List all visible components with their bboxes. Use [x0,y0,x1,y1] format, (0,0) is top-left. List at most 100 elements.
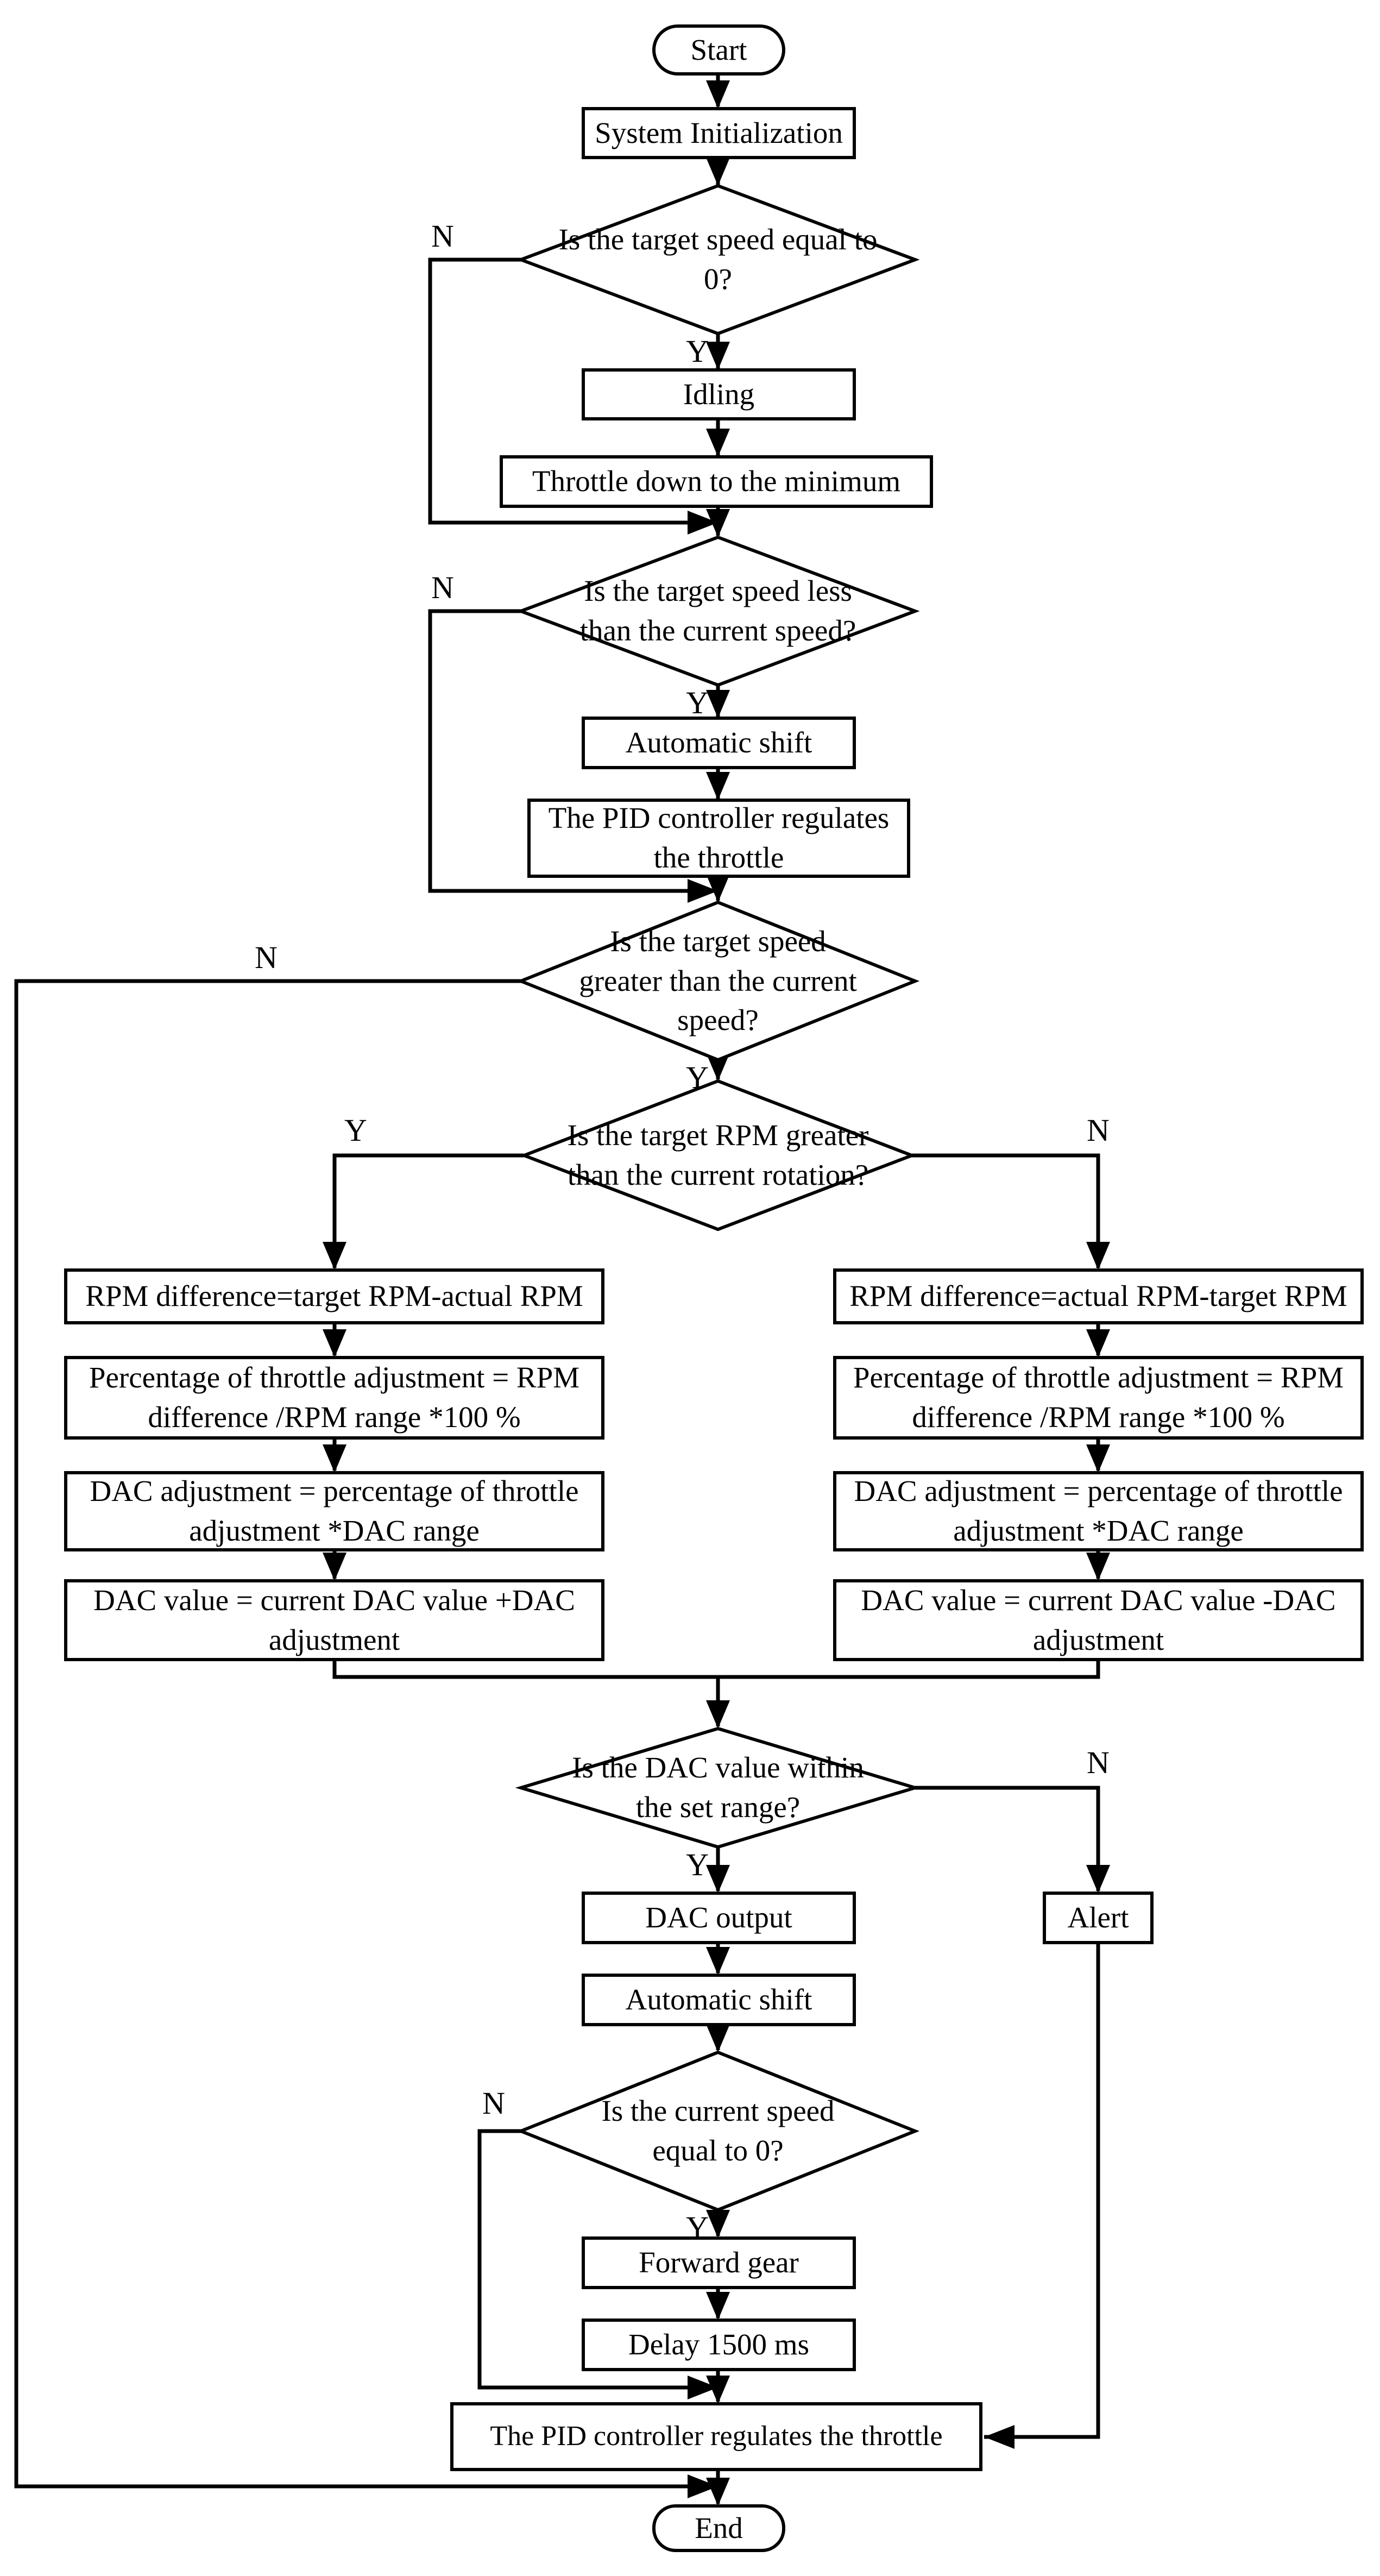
edge-d4-no [912,1153,1100,1268]
arrow-into-r1 [1086,1242,1110,1270]
arrow-into-d4 [706,1053,730,1081]
pid-2-label: The PID controller regulates the throttl… [490,2421,943,2452]
arrow-into-alert [1086,1865,1110,1893]
decision-target-less-label: Is the target speed less than the curren… [579,574,856,647]
node-shapes [64,24,1364,2552]
end-terminator-shape [652,2504,785,2552]
edge-d1-no-loop [428,257,716,525]
left-rpm-diff-label: RPM difference=target RPM-actual RPM [85,1279,583,1313]
edge-d3-no-loop [14,979,716,2489]
arrow-into-r2 [1086,1329,1110,1358]
d5-no-label: N [1087,1745,1110,1780]
pid-1-label: The PID controller regulates the throttl… [548,801,890,874]
forward-gear-shape [582,2236,856,2289]
arrow-into-d3 [706,874,730,902]
arrow-into-forward [706,2210,730,2238]
decision-current-speed-zero-label: Is the current speed equal to 0? [601,2094,835,2167]
idling-shape [582,368,856,420]
system-init-shape [582,107,856,159]
decision-target-speed-zero-label: Is the target speed equal to 0? [558,223,878,296]
d1-no-label: N [431,218,454,254]
arrow-merge-end [688,2474,718,2498]
arrow-into-r4 [1086,1553,1110,1581]
pid-2-shape [450,2402,982,2471]
right-dac-adj-shape [833,1471,1364,1551]
arrowheads [323,80,1110,2506]
arrow-into-sysinit [706,80,730,109]
decision-rpm-greater-shape [519,1079,917,1232]
arrow-into-delay [706,2292,730,2320]
arrow-merge-pid2 [688,2376,718,2399]
arrow-into-pid1 [706,772,730,800]
edge-alert-pid2 [984,1943,1100,2439]
arrow-into-pid2 [706,2376,730,2404]
arrow-into-d2 [706,509,730,537]
auto-shift-2-label: Automatic shift [625,1983,812,2016]
decision-target-greater-label: Is the target speed greater than the cur… [579,925,857,1037]
left-pct-label: Percentage of throttle adjustment = RPM … [89,1361,580,1434]
dac-output-shape [582,1892,856,1944]
d6-no-label: N [482,2085,505,2121]
right-rpm-diff-label: RPM difference=actual RPM-target RPM [849,1279,1347,1313]
left-dac-val-label: DAC value = current DAC value +DAC adjus… [93,1583,575,1656]
left-dac-adj-shape [64,1471,604,1551]
idling-label: Idling [683,377,755,411]
throttle-min-label: Throttle down to the minimum [532,464,901,498]
auto-shift-2-shape [582,1974,856,2026]
right-dac-val-shape [833,1579,1364,1661]
end-label: End [695,2511,743,2544]
throttle-min-shape [500,455,933,508]
left-dac-adj-label: DAC adjustment = percentage of throttle … [90,1474,579,1547]
edge-d2-no-loop [428,609,716,893]
dac-output-label: DAC output [645,1901,792,1934]
delay-1500-shape [582,2319,856,2371]
arrow-into-l4 [323,1553,346,1581]
d4-no-label: N [1087,1113,1110,1148]
arrow-into-idling [706,342,730,370]
arrow-into-r3 [1086,1444,1110,1473]
auto-shift-1-shape [582,717,856,769]
d6-yes-label: Y [686,2210,709,2245]
delay-1500-label: Delay 1500 ms [628,2328,809,2361]
arrow-into-autoshift2 [706,1947,730,1975]
d3-yes-label: Y [686,1060,709,1095]
decision-target-speed-zero-shape [516,184,920,336]
alert-label: Alert [1067,1901,1129,1934]
decision-current-speed-zero-shape [516,2050,920,2212]
pid-1-shape [527,799,910,878]
d2-no-label: N [431,570,454,605]
arrow-into-autoshift1 [706,690,730,718]
arrow-into-l2 [323,1329,346,1358]
arrow-into-d5 [706,1700,730,1729]
system-init-label: System Initialization [595,116,843,149]
edge-d4-yes [332,1153,524,1268]
decision-target-greater-shape [516,900,920,1062]
left-rpm-diff-shape [64,1268,604,1324]
arrow-into-d1 [706,158,730,186]
edge-d6-no-loop [477,2129,716,2390]
decision-target-less-shape [516,535,920,687]
right-pct-shape [833,1356,1364,1440]
d5-yes-label: Y [686,1847,709,1882]
right-dac-val-label: DAC value = current DAC value -DAC adjus… [861,1583,1336,1656]
arrow-into-l3 [323,1444,346,1473]
arrow-alert-into-pid2 [984,2425,1014,2449]
left-pct-shape [64,1356,604,1440]
edge-d5-no-alert [915,1786,1100,1891]
arrow-merge-d3 [688,879,718,903]
auto-shift-1-label: Automatic shift [625,726,812,759]
decision-dac-in-range-label: Is the DAC value within the set range? [572,1751,864,1824]
arrow-into-d6 [706,2024,730,2052]
forward-gear-label: Forward gear [639,2246,799,2279]
start-terminator-shape [652,24,785,76]
d2-yes-label: Y [686,685,709,720]
right-dac-adj-label: DAC adjustment = percentage of throttle … [854,1474,1343,1547]
left-dac-val-shape [64,1579,604,1661]
d1-yes-label: Y [686,334,709,369]
arrow-into-end [706,2478,730,2506]
arrow-into-l1 [323,1242,346,1270]
arrow-merge-d2 [688,511,718,535]
decision-rpm-greater-label: Is the target RPM greater than the curre… [567,1119,869,1191]
